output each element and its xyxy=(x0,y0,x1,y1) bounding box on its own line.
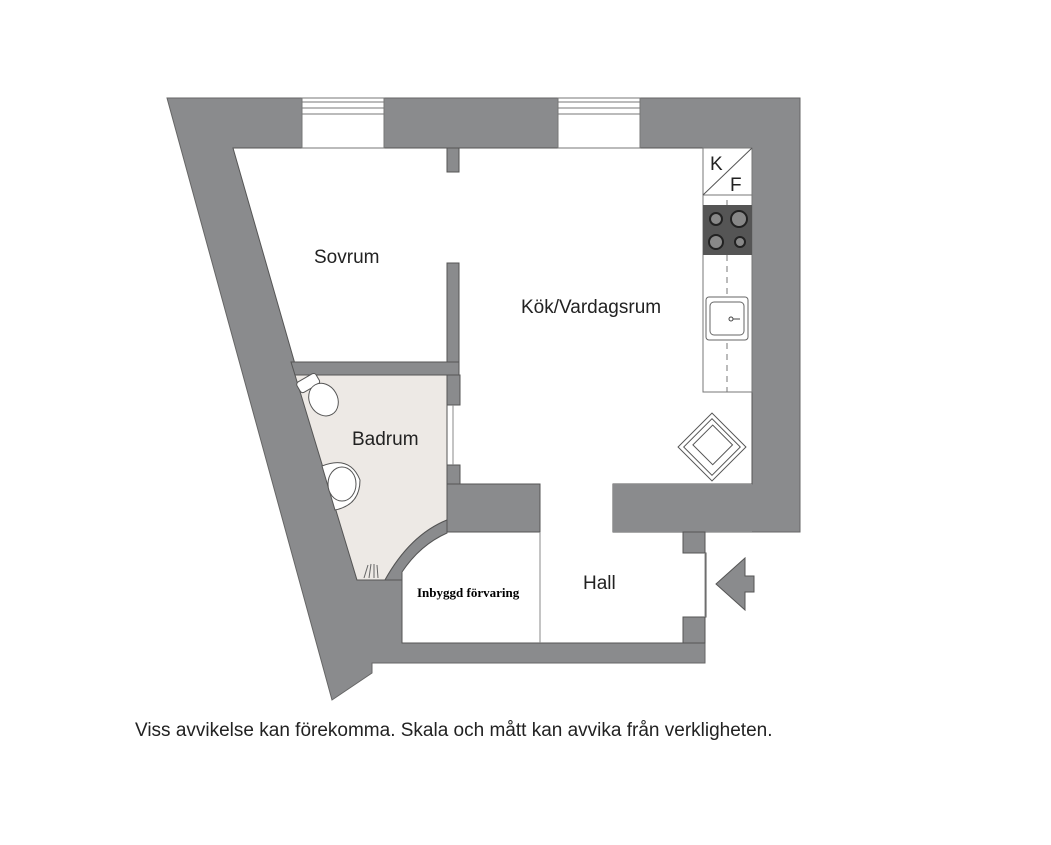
kitchen-sink-icon xyxy=(705,296,749,341)
window-living xyxy=(557,97,641,149)
room-label-hall: Hall xyxy=(583,573,616,594)
shower-icon xyxy=(363,563,379,579)
room-label-badrum: Badrum xyxy=(352,429,419,450)
freezer-label: F xyxy=(730,175,742,196)
interior-walls xyxy=(290,147,752,644)
room-label-kok-vardagsrum: Kök/Vardagsrum xyxy=(521,297,661,318)
room-label-sovrum: Sovrum xyxy=(314,247,379,268)
disclaimer-text: Viss avvikelse kan förekomma. Skala och … xyxy=(135,720,773,741)
toilet-icon xyxy=(296,372,339,417)
armchair-icon xyxy=(677,412,747,482)
window-bedroom xyxy=(301,97,385,149)
fridge-freezer: K F xyxy=(702,147,753,196)
washbasin-icon xyxy=(321,462,361,511)
entrance-arrow-icon xyxy=(715,556,755,612)
fridge-label: K xyxy=(710,154,723,175)
stove-icon xyxy=(703,205,752,255)
room-label-storage: Inbyggd förvaring xyxy=(417,585,520,600)
